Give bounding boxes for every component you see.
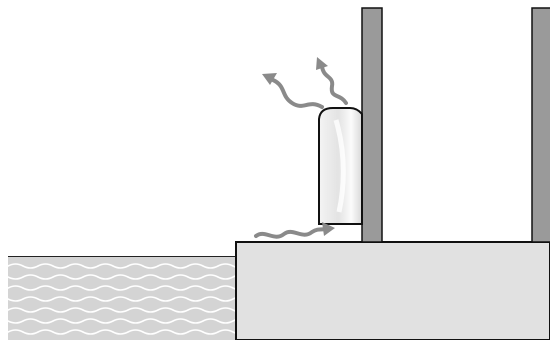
airflow-arrow-up-icon	[316, 57, 348, 105]
wave-line	[8, 296, 236, 302]
wave-line	[8, 263, 236, 269]
water-fill	[8, 256, 236, 340]
heater-shine	[333, 119, 346, 213]
airflow-arrow-left-icon	[262, 73, 324, 109]
wall-post-left	[361, 7, 383, 243]
floor-platform	[235, 241, 550, 340]
wave-line	[8, 285, 236, 291]
wall-post-right	[531, 7, 550, 243]
floor-slab	[235, 241, 550, 340]
wave-line	[8, 307, 236, 313]
wave-line	[8, 318, 236, 324]
water-body	[8, 256, 236, 340]
wall-heater-icon	[318, 107, 363, 225]
heater-body	[318, 107, 363, 225]
airflow-arrow-intake-icon	[254, 222, 335, 239]
airflow-arrows	[254, 57, 348, 239]
wave-line	[8, 274, 236, 280]
wave-line	[8, 329, 236, 335]
water-waves-icon	[8, 263, 236, 335]
